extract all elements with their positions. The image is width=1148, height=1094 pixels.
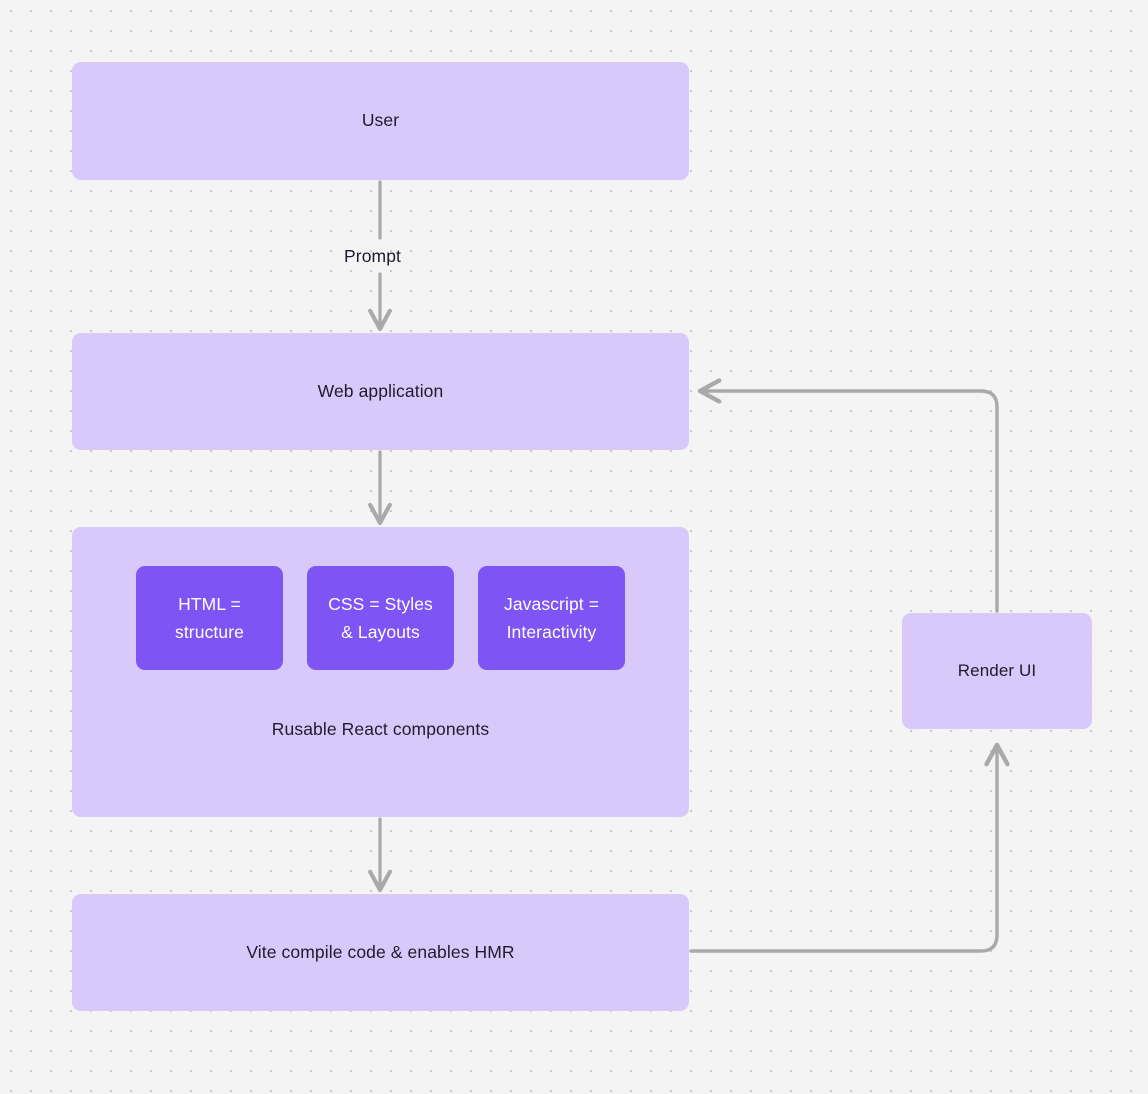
- chip-html-label: HTML = structure: [175, 593, 244, 642]
- components-group-caption: Rusable React components: [271, 719, 490, 739]
- node-vite-label: Vite compile code & enables HMR: [246, 941, 515, 962]
- edge-label-prompt: Prompt: [344, 246, 402, 266]
- chip-javascript-label: Javascript = Interactivity: [503, 593, 600, 642]
- node-user[interactable]: User: [72, 62, 689, 180]
- chip-css[interactable]: CSS = Styles & Layouts: [307, 566, 454, 670]
- node-render-ui-label: Render UI: [957, 660, 1037, 680]
- chip-row: HTML = structure CSS = Styles & Layouts …: [136, 566, 625, 670]
- edge-vite-to-render: [689, 747, 997, 953]
- chip-javascript[interactable]: Javascript = Interactivity: [478, 566, 625, 670]
- node-web-application-label: Web application: [317, 380, 444, 401]
- node-render-ui[interactable]: Render UI: [902, 613, 1092, 729]
- components-group-inner: HTML = structure CSS = Styles & Layouts …: [72, 527, 689, 817]
- node-web-application[interactable]: Web application: [72, 333, 689, 450]
- node-user-label: User: [361, 110, 400, 131]
- edge-render-to-webapp: [702, 391, 999, 613]
- chip-css-label: CSS = Styles & Layouts: [328, 593, 433, 642]
- chip-html[interactable]: HTML = structure: [136, 566, 283, 670]
- node-components-group[interactable]: HTML = structure CSS = Styles & Layouts …: [72, 527, 689, 817]
- node-vite[interactable]: Vite compile code & enables HMR: [72, 894, 689, 1011]
